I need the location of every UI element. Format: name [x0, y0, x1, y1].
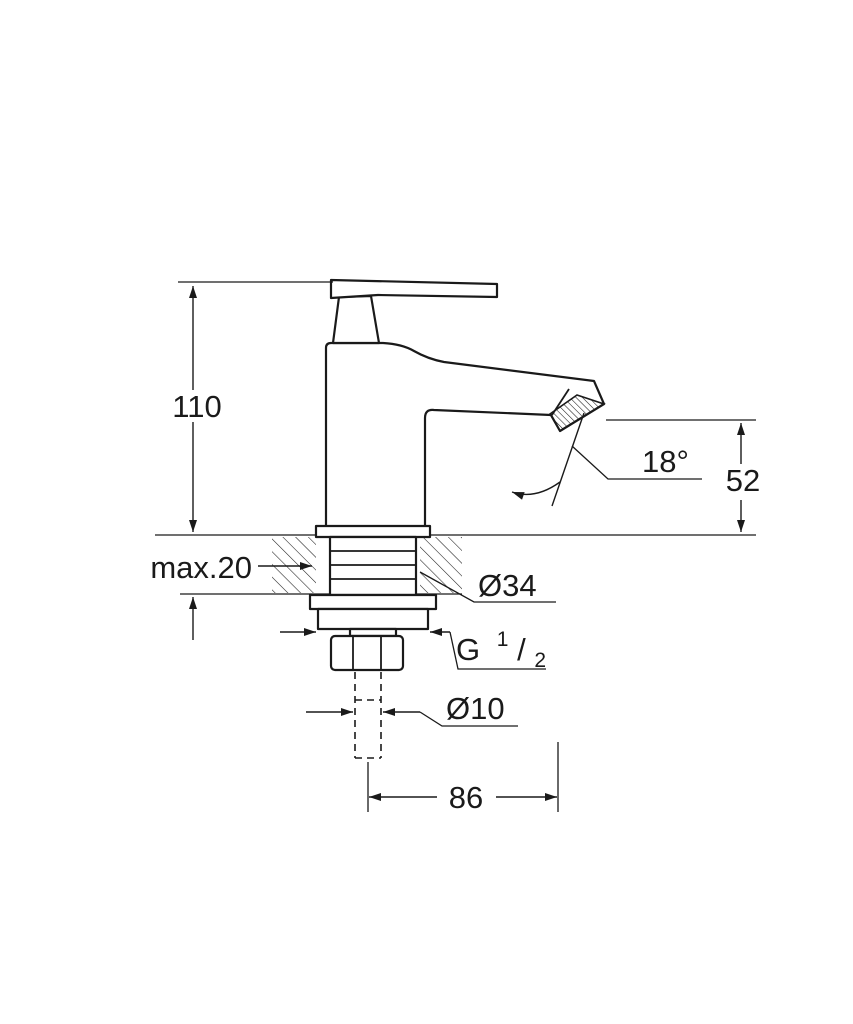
height-dimension-label: 110	[172, 389, 221, 424]
thread-numerator: 1	[497, 628, 509, 651]
spout-drop-label: 52	[726, 463, 760, 498]
washer	[308, 593, 438, 611]
base-diameter-leader	[419, 571, 556, 603]
thread-denominator: 2	[534, 649, 546, 672]
handle-stem	[331, 294, 381, 345]
spout-angle-label: 18°	[642, 444, 689, 479]
dim-reach-86: 86	[367, 742, 559, 815]
lock-ring	[316, 607, 430, 631]
lever-handle	[329, 278, 499, 300]
hose-diameter-label: Ø10	[446, 691, 505, 726]
thread-slash: /	[517, 632, 526, 667]
dim-base-diameter-34: Ø34	[419, 568, 556, 603]
dim-thread-g-half: G 1 / 2	[280, 618, 546, 672]
deck-hatch-left	[272, 537, 316, 593]
threaded-shank	[328, 535, 418, 597]
mounting-hardware	[308, 524, 438, 759]
mounting-hex-nut	[329, 634, 405, 672]
hose-diameter-leader	[419, 711, 518, 727]
water-stream-line	[551, 412, 585, 507]
reach-dimension-label: 86	[449, 780, 483, 815]
thread-leader-line	[449, 631, 546, 670]
aerator-tip	[548, 394, 606, 433]
aerator-separator-line	[551, 388, 570, 416]
dim-hose-diameter-10: Ø10	[306, 691, 518, 727]
base-diameter-label: Ø34	[478, 568, 537, 603]
dim-height-110: 110	[172, 281, 333, 532]
faucet-body-outline	[324, 341, 606, 536]
dim-spout-angle-18: 18°	[511, 444, 702, 500]
deck-thickness-label: max.20	[150, 550, 252, 585]
thread-prefix: G	[456, 632, 480, 667]
faucet	[324, 278, 606, 536]
angle-leader-line	[571, 445, 702, 480]
dim-deck-thickness-max20: max.20	[150, 550, 312, 640]
deck-hatch-right	[420, 537, 462, 593]
thread-size-label: G 1 / 2	[456, 618, 546, 672]
base-flange	[314, 524, 432, 539]
dim-spout-drop-52: 52	[606, 419, 760, 532]
angle-arc-arrow	[511, 481, 561, 500]
